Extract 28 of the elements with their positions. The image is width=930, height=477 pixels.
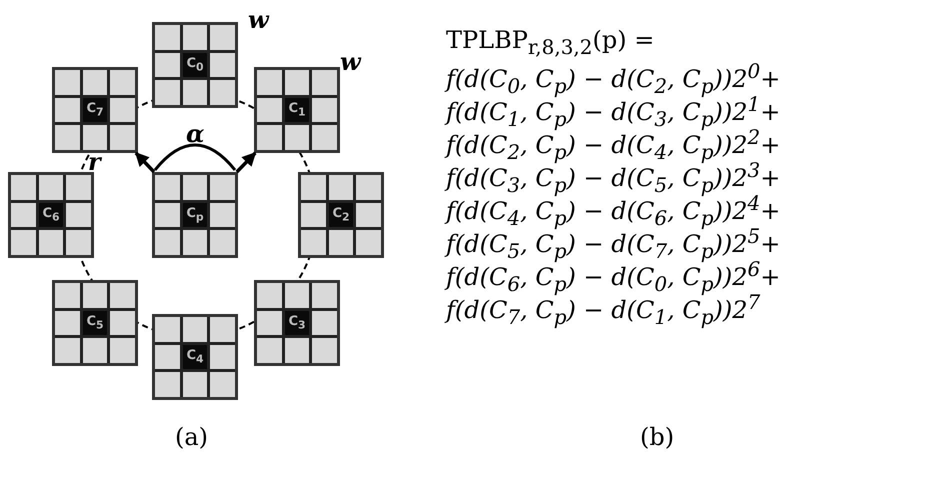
symbol-label: α xyxy=(186,122,204,146)
patch-grid xyxy=(52,67,138,153)
formula-line: TPLBP$_{r,8,3,2}$(p) = xyxy=(446,28,654,57)
patch-grid xyxy=(152,172,238,258)
panel-caption: (b) xyxy=(640,425,674,449)
patch-label: C$_{1}$ xyxy=(288,102,306,118)
patch-label: C$_{6}$ xyxy=(42,206,60,224)
symbol-label: w xyxy=(248,8,269,32)
patch-label: C$_{p}$ xyxy=(186,206,204,224)
patch-grid xyxy=(254,67,340,153)
patch-label: C$_{3}$ xyxy=(288,314,306,332)
symbol-label: w xyxy=(340,50,361,74)
patch-grid xyxy=(298,172,384,258)
patch-grid xyxy=(152,314,238,400)
formula-line: f(d(C$_{0}$, C$_{p}$) − d(C$_{2}$, C$_{p}$))2$^{0}$+ xyxy=(446,61,780,96)
arrow xyxy=(236,152,256,174)
patch-grid xyxy=(8,172,94,258)
patch-grid xyxy=(254,280,340,366)
arrow xyxy=(134,152,156,174)
patch-label: C$_{4}$ xyxy=(186,348,204,366)
patch-label: C$_{5}$ xyxy=(86,314,104,332)
patch-label: C$_{0}$ xyxy=(186,56,204,74)
patch-label: C$_{2}$ xyxy=(332,206,350,224)
patch-label: C$_{7}$ xyxy=(86,102,104,118)
panel-caption: (a) xyxy=(175,425,208,449)
symbol-label: r xyxy=(88,150,101,174)
patch-grid xyxy=(152,22,238,108)
patch-grid xyxy=(52,280,138,366)
